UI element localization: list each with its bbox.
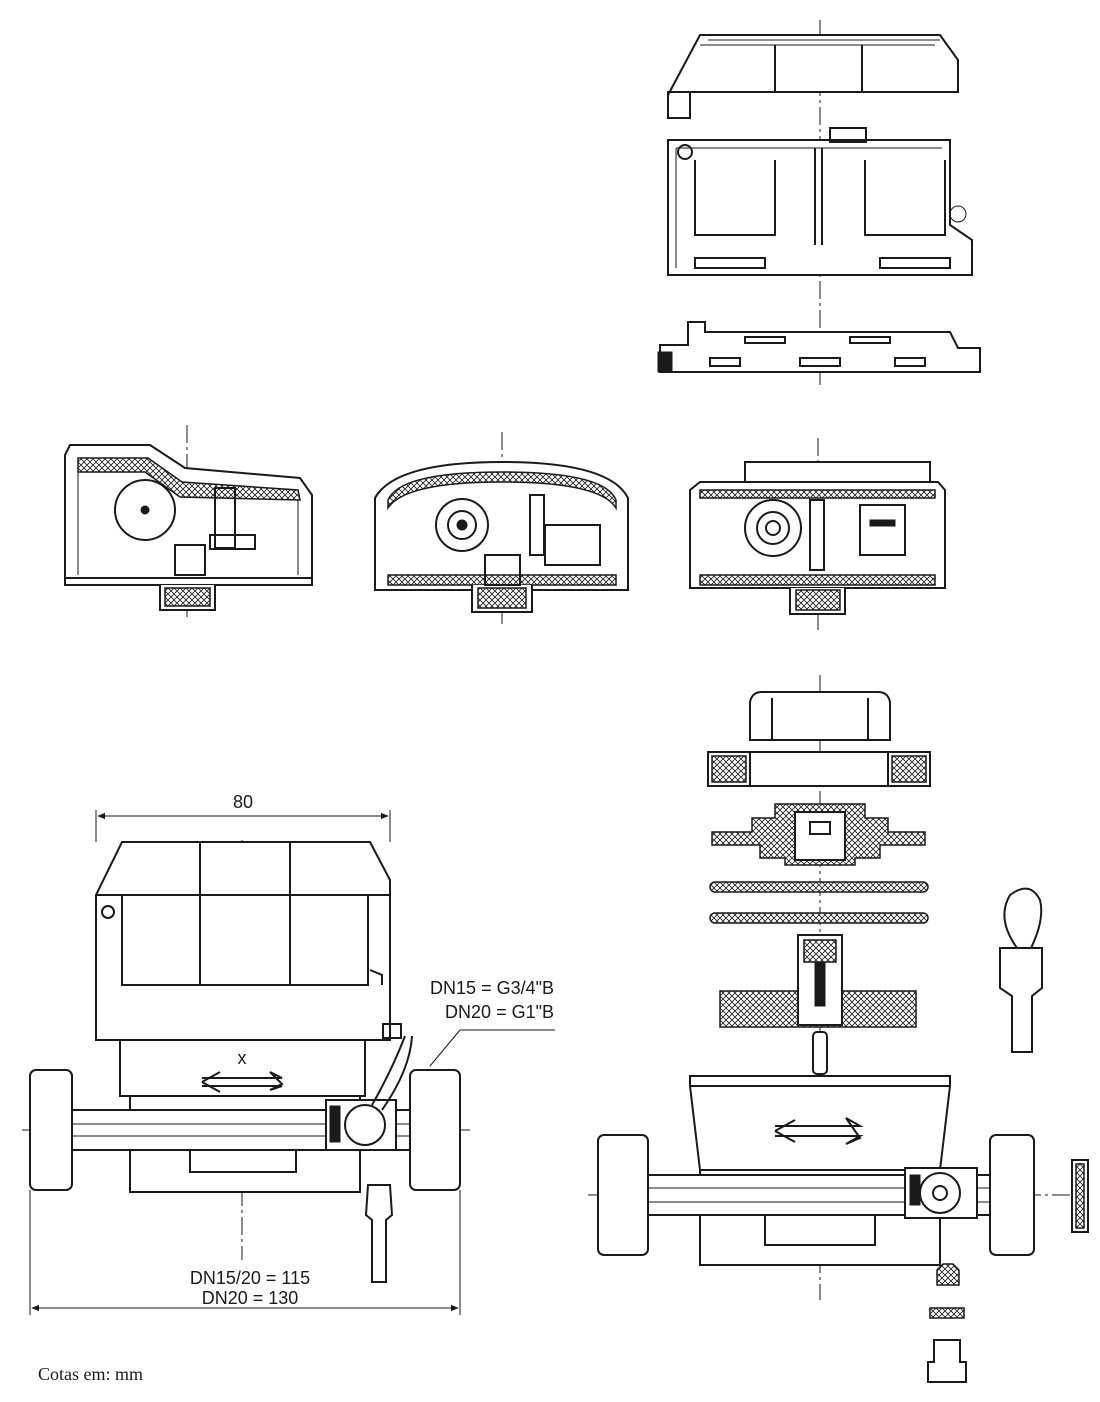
plug <box>927 1339 967 1383</box>
flow-arrow-icon-2 <box>775 1117 864 1145</box>
thread-label-dn20: DN20 = G1"B <box>445 1002 554 1022</box>
section-view-right <box>689 438 946 632</box>
coupling-right <box>409 1069 461 1191</box>
thread-label-dn15: DN15 = G3/4"B <box>430 978 554 998</box>
coupling-right-exploded <box>989 1134 1035 1256</box>
washer <box>929 1307 965 1319</box>
housing-lid <box>667 34 959 119</box>
seal-tag <box>999 887 1043 1053</box>
coupling-left <box>29 1069 73 1191</box>
upper-housing <box>667 127 973 276</box>
units-note: Cotas em: mm <box>38 1364 143 1384</box>
flow-arrow-icon <box>202 1071 284 1091</box>
section-view-left <box>64 425 313 620</box>
nut <box>936 1263 960 1286</box>
base-plate <box>657 321 981 373</box>
center-mark: x <box>238 1048 247 1068</box>
exploded-assembly-view <box>588 675 1089 1383</box>
o-ring-upper <box>709 881 929 893</box>
dimension-width-label: 80 <box>233 792 253 812</box>
coupling-left-exploded <box>597 1134 649 1256</box>
length-label-dn15-20: DN15/20 = 115 <box>190 1268 310 1288</box>
exploded-housing-view <box>657 20 981 385</box>
assembled-meter-view: x 80 DN15/20 = 115 DN20 = 130 DN15 = G3 <box>22 792 555 1315</box>
length-label-dn20: DN20 = 130 <box>202 1288 299 1308</box>
o-ring-lower <box>709 912 929 924</box>
cap <box>749 691 891 741</box>
section-view-center <box>374 432 629 628</box>
